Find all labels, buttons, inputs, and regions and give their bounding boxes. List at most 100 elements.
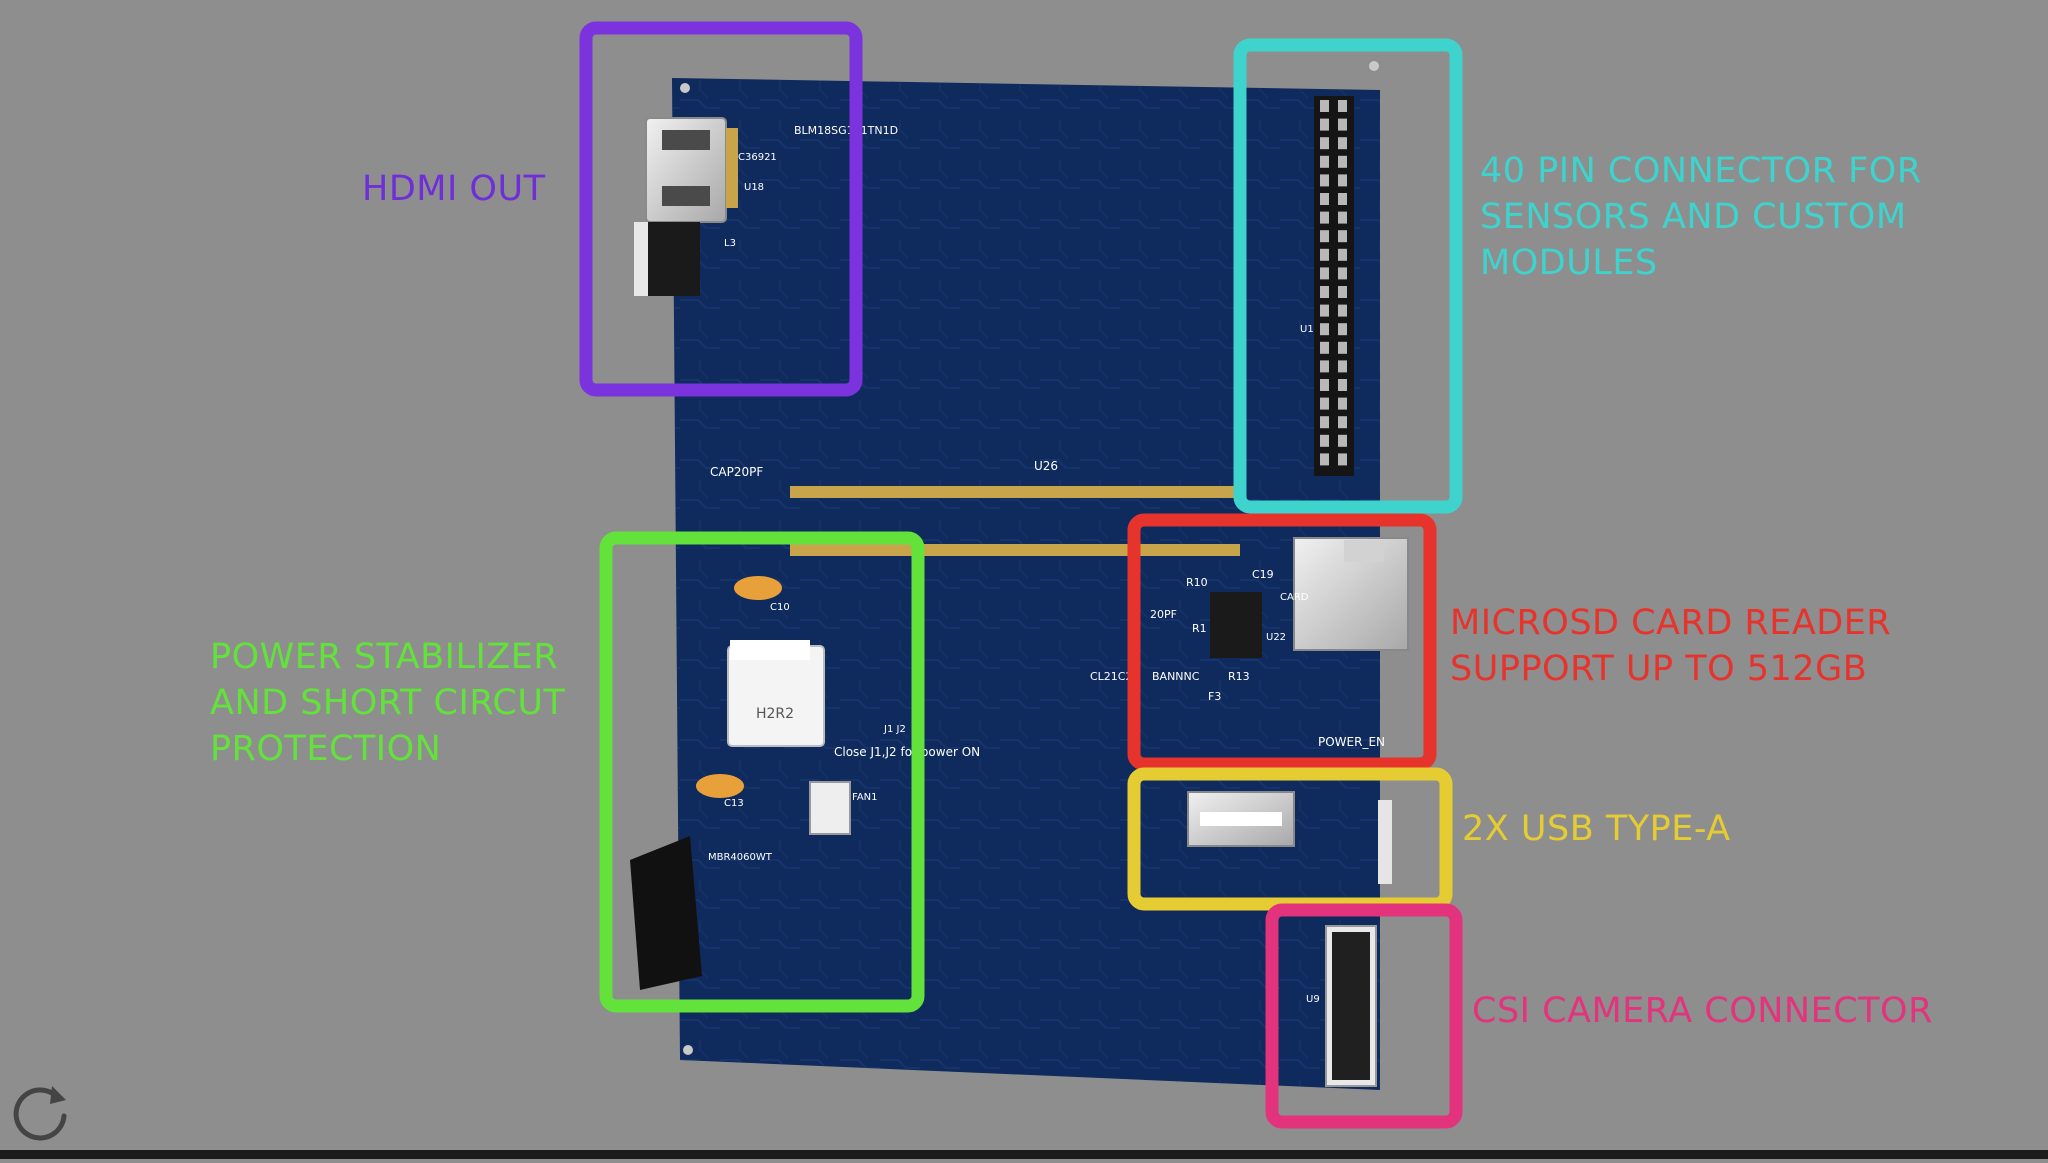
header-pin [1320,174,1329,187]
header-pin [1338,155,1347,168]
pin40-highlight-box [1233,38,1463,514]
silk-blm: BLM18SG121TN1D [794,124,898,137]
inductor-top [730,640,810,660]
silk-j1j2: J1 J2 [883,724,906,735]
csi-connector [1325,925,1377,1087]
inductor-h2r2 [727,645,825,747]
power-highlight-box [599,531,925,1013]
pin40-label-line-1: 40 PIN CONNECTOR FOR [1480,151,1922,191]
usb-label-line: 2X USB TYPE-A [1462,809,1731,849]
mount-hole [683,1045,693,1055]
hdmi-label: HDMI OUT [362,166,545,212]
hdmi-connector [645,117,738,223]
header-pin [1338,323,1347,336]
header-pin [1338,193,1347,205]
header-pin [1338,248,1347,261]
header-pin [1320,453,1329,466]
power-label: POWER STABILIZER AND SHORT CIRCUT PROTEC… [210,634,565,772]
silk-fan1: FAN1 [852,792,878,803]
silk-h2r2: H2R2 [756,706,794,722]
bottom-bar [0,1150,2048,1159]
header-pin [1320,193,1329,205]
highlight-boxes [579,21,1463,1129]
silk-cl21: CL21C2 [1090,670,1133,683]
silk-close-text: Close J1,J2 for power ON [834,745,980,759]
header-pin [1338,137,1347,150]
usb-port-side [1378,800,1392,884]
header-pin [1320,379,1329,391]
header-pin [1320,360,1329,373]
silk-mbr: MBR4060WT [708,852,773,863]
pin-header-40 [1314,96,1354,476]
silk-c36: C36921 [738,152,777,163]
silk-20pf: 20PF [1150,608,1177,621]
silk-c10: C10 [770,602,790,613]
header-pin [1320,323,1329,336]
silkscreen-labels: U26 H2R2 Close J1,J2 for power ON POWER_… [708,124,1385,1005]
pin40-label-line-3: MODULES [1480,243,1658,283]
tantalum-cap [734,576,782,600]
dc-jack-face [634,222,648,296]
header-pin [1338,453,1347,466]
power-label-line-1: POWER STABILIZER [210,637,559,677]
header-pin [1320,286,1329,298]
header-pin [1338,118,1347,131]
silk-u18: U18 [744,182,764,193]
header-pin [1320,267,1329,280]
header-pin [1320,397,1329,410]
csi-label: CSI CAMERA CONNECTOR [1472,988,1933,1034]
mount-hole [1369,61,1379,71]
header-pin [1338,304,1347,317]
header-pin [1320,100,1329,112]
microsd-highlight-box [1127,513,1437,771]
header-pin [1338,100,1347,112]
reload-button[interactable] [8,1080,72,1144]
ic-u22 [1210,592,1262,658]
connector-row [790,486,1240,498]
header-pin [1320,211,1329,224]
mount-hole [680,83,690,93]
pin40-label-line-2: SENSORS AND CUSTOM [1480,197,1907,237]
header-pin [1338,379,1347,391]
csi-label-line: CSI CAMERA CONNECTOR [1472,991,1933,1031]
microsd-label-line-1: MICROSD CARD READER [1450,603,1892,643]
header-pin [1338,416,1347,429]
power-label-line-2: AND SHORT CIRCUT [210,683,566,723]
tantalum-cap [696,774,744,798]
header-pin [1320,230,1329,243]
hdmi-label-line: HDMI OUT [362,169,546,209]
header-pin [1320,155,1329,168]
header-pin [1338,286,1347,298]
header-pin [1320,434,1329,447]
silk-u22: U22 [1266,632,1286,643]
silk-u26: U26 [1034,459,1058,473]
header-pin [1338,341,1347,354]
silk-c13: C13 [724,798,744,809]
header-pin [1338,360,1347,373]
header-pin [1338,397,1347,410]
fan-header [809,781,851,835]
header-pin [1338,267,1347,280]
header-pin [1338,230,1347,243]
microsd-socket [1293,537,1409,651]
silk-u9: U9 [1306,994,1320,1005]
silk-r1: R1 [1192,622,1207,635]
silk-u1: U1 [1300,324,1314,335]
usb-label: 2X USB TYPE-A [1462,806,1731,852]
connector-row [790,544,1240,556]
header-pin [1320,416,1329,429]
reload-icon [13,1086,67,1141]
header-pin [1320,248,1329,261]
header-pin [1338,211,1347,224]
usb-port [1187,791,1295,847]
silk-c19: C19 [1252,568,1274,581]
silk-l3: L3 [724,238,736,249]
header-pin [1338,174,1347,187]
silk-bann: BANNNC [1152,670,1200,683]
csi-highlight-box [1265,903,1463,1129]
header-pin [1320,304,1329,317]
hdmi-highlight-box [579,21,863,397]
silk-card: CARD [1280,592,1309,603]
